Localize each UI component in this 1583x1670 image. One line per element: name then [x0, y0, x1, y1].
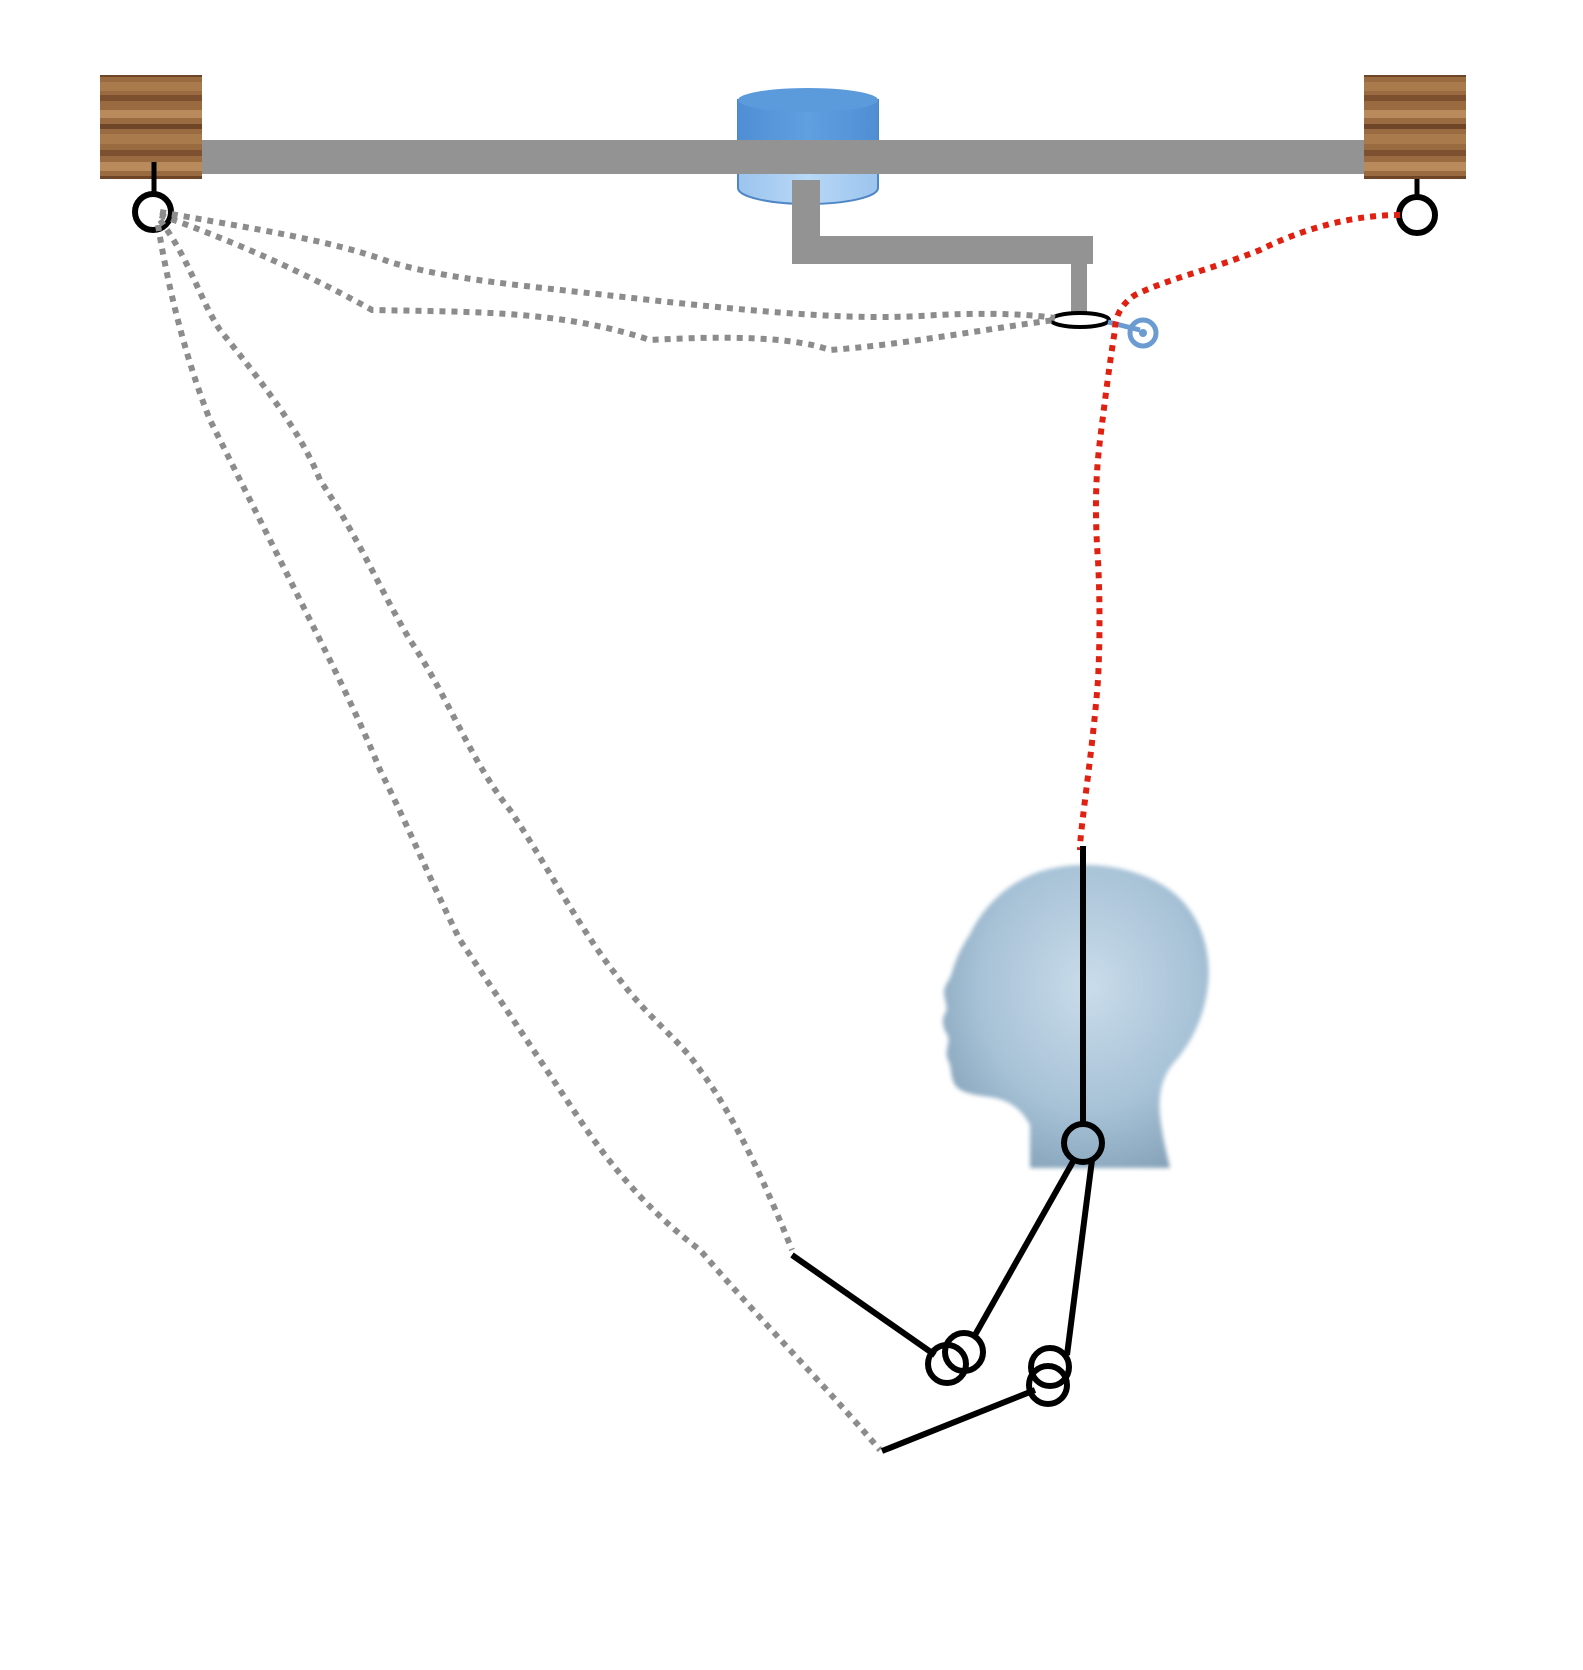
- red-cord: [1077, 212, 1401, 851]
- linkage-arm-right: [1064, 1159, 1095, 1356]
- swing-arm-horizontal: [792, 236, 1093, 264]
- linkage-ring-right-b: [1026, 1363, 1070, 1407]
- linkage-arm-left: [972, 1156, 1078, 1337]
- linkage-rings: [925, 1330, 1072, 1407]
- linkage-arms: [790, 1156, 1095, 1454]
- linkage-lower-right: [880, 1387, 1037, 1454]
- gray-cord-upper-2: [158, 212, 1055, 354]
- gray-cord-upper: [159, 209, 1056, 321]
- swing-arm-vertical: [792, 180, 820, 264]
- mannequin-head: [942, 864, 1209, 1168]
- gray-cord-long-1: [157, 218, 795, 1252]
- linkage-ring-left-b: [942, 1330, 986, 1374]
- left-ring: [132, 191, 174, 233]
- wood-block-left: [100, 75, 202, 179]
- wood-block-right: [1364, 75, 1466, 179]
- gray-cords: [155, 209, 1056, 1452]
- swing-arm-drop: [1071, 264, 1087, 312]
- gray-bar: [202, 140, 1364, 174]
- linkage-lower-left: [790, 1252, 937, 1358]
- right-ring: [1396, 194, 1438, 236]
- head-ring: [1061, 1121, 1105, 1165]
- gray-cord-long-2: [155, 224, 883, 1452]
- linkage-ring-right-a: [1028, 1345, 1072, 1389]
- guide-ring: [1049, 311, 1111, 329]
